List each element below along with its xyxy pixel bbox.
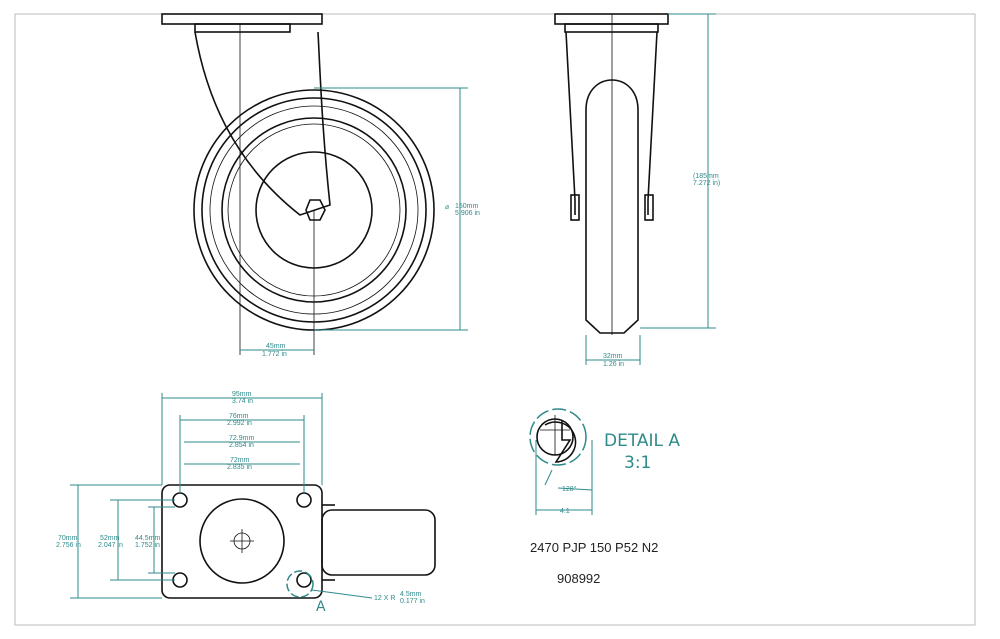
dim-76-mm: 76mm — [229, 413, 249, 420]
front-view: (185mm 7.272 in) 32mm 1.26 in — [554, 13, 720, 368]
top-view: 95mm 3.74 in 76mm 2.992 in 72.9mm 2.854 … — [56, 391, 436, 615]
detail-title: DETAIL A — [604, 431, 680, 451]
dim-70-mm: 70mm — [58, 535, 78, 542]
side-view: ⌀ 150mm 5.906 in 45mm 1.772 in — [161, 13, 480, 358]
dim-70-in: 2.756 in — [56, 542, 81, 549]
dim-95-in: 3.74 in — [232, 398, 253, 405]
dim-72-in: 2.835 in — [227, 464, 252, 471]
part-number: 2470 PJP 150 P52 N2 — [530, 540, 658, 555]
dim-52-mm: 52mm — [100, 535, 120, 542]
width-in-label: 1.26 in — [603, 361, 624, 368]
dim-729-in: 2.854 in — [229, 442, 254, 449]
dim-445-in: 1.752 in — [135, 542, 160, 549]
detail-angle-label: 128° — [562, 485, 577, 493]
height-mm-label: (185mm — [693, 173, 719, 180]
width-mm-label: 32mm — [603, 353, 623, 360]
offset-in-label: 1.772 in — [262, 351, 287, 358]
hole-mm: 4.5mm — [400, 591, 422, 598]
offset-mm-label: 45mm — [266, 343, 286, 350]
diameter-mm-label: 150mm — [455, 203, 479, 210]
diameter-symbol: ⌀ — [445, 204, 449, 211]
detail-scale: 3:1 — [624, 453, 651, 473]
hole-note: 12 X R — [374, 595, 395, 602]
dim-95-mm: 95mm — [232, 391, 252, 398]
detail-a: 128° 4.1 DETAIL A 3:1 — [529, 408, 680, 515]
hole-in: 0.177 in — [400, 598, 425, 605]
article-number: 908992 — [557, 571, 600, 586]
height-in-label: 7.272 in) — [693, 180, 720, 187]
dim-52-in: 2.047 in — [98, 542, 123, 549]
detail-marker-a: A — [316, 599, 326, 615]
drawing-frame — [14, 13, 976, 626]
detail-width-label: 4.1 — [560, 508, 570, 515]
dim-72-mm: 72mm — [230, 457, 250, 464]
dim-76-in: 2.992 in — [227, 420, 252, 427]
dim-445-mm: 44.5mm — [135, 535, 160, 542]
diameter-in-label: 5.906 in — [455, 210, 480, 217]
dim-729-mm: 72.9mm — [229, 435, 254, 442]
